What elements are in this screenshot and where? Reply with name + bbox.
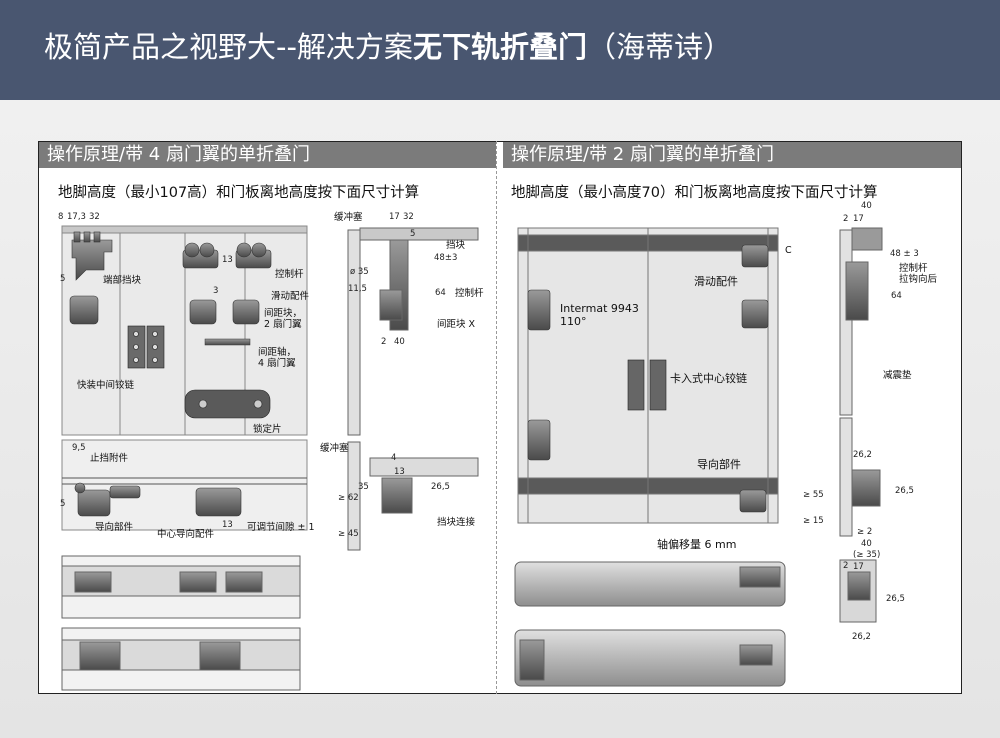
label-buffer-bottom: 缓冲塞	[320, 443, 349, 454]
label-center-guide: 中心导向配件	[157, 529, 215, 540]
dim-r35: ø 35	[350, 267, 369, 277]
dim-17-3: 17,3	[67, 212, 86, 222]
dim-r-64: 64	[891, 291, 902, 301]
dim-r-55: ≥ 55	[803, 490, 824, 500]
label-damper: 减震垫	[883, 370, 912, 381]
label-guide-part-right: 导向部件	[697, 458, 741, 471]
quick-hinge-hardware	[127, 325, 165, 369]
label-control-rod: 控制杆	[275, 269, 304, 280]
label-center-hinge: 卡入式中心铰链	[670, 372, 747, 385]
label-control-rod-side: 控制杆	[455, 288, 484, 299]
title-bold: 无下轨折叠门	[412, 30, 587, 64]
dim-r48: 48±3	[434, 253, 458, 263]
dim-e-2: 2	[843, 561, 849, 571]
dim-r-40b: 40	[861, 539, 872, 549]
label-stop-connect: 挡块连接	[437, 517, 476, 528]
dim-r-26-5: 26,5	[895, 486, 914, 496]
label-intermat: Intermat 9943 110°	[560, 302, 639, 328]
lock-plate	[184, 389, 271, 419]
dim-c13: 13	[394, 467, 405, 477]
dim-e-17: 17	[853, 562, 864, 572]
dim-r64: 64	[435, 288, 446, 298]
panel-divider	[496, 141, 497, 694]
dim-e-26-2: 26,2	[852, 632, 871, 642]
dim-r5: 5	[410, 229, 416, 239]
label-sliding-fitting-right: 滑动配件	[694, 275, 738, 288]
spacer-shaft	[204, 338, 251, 346]
left-side-section-top	[347, 227, 479, 436]
center-hinge	[627, 359, 667, 411]
dim-13: 13	[222, 255, 233, 265]
dim-c4: 4	[391, 453, 397, 463]
end-stop-hardware	[71, 231, 113, 281]
label-stop-fitting: 止挡附件	[90, 453, 129, 464]
dim-r-2: 2	[843, 214, 849, 224]
right-panel-subheading: 地脚高度（最小高度70）和门板离地高度按下面尺寸计算	[511, 185, 878, 201]
left-side-section-bottom	[347, 441, 479, 551]
dim-r-48: 48 ± 3	[890, 249, 919, 259]
left-panel-subheading: 地脚高度（最小107高）和门板离地高度按下面尺寸计算	[58, 185, 420, 201]
dim-r40: 40	[394, 337, 405, 347]
right-door-elevation	[517, 227, 779, 524]
dim-9-5: 9,5	[72, 443, 86, 453]
label-quick-hinge: 快装中间铰链	[77, 380, 135, 391]
dim-r-35b: (≥ 35)	[853, 550, 881, 560]
dim-r11-5: 11,5	[348, 284, 367, 294]
label-buffer-top: 缓冲塞	[334, 212, 363, 223]
label-stop-block: 挡块	[446, 240, 466, 251]
label-c-mark: C	[785, 245, 792, 256]
label-lock-plate: 锁定片	[253, 424, 282, 435]
dim-c26-5: 26,5	[431, 482, 450, 492]
dim-3: 3	[213, 286, 219, 296]
dim-r-15: ≥ 15	[803, 516, 824, 526]
right-plan-view-1	[514, 561, 786, 607]
left-panel-heading: 操作原理/带 4 扇门翼的单折叠门	[39, 142, 496, 168]
dim-e-26-5: 26,5	[886, 594, 905, 604]
dim-r-2b: ≥ 2	[857, 527, 873, 537]
dim-8: 8	[58, 212, 64, 222]
slide-header: 极简产品之视野大--解决方案无下轨折叠门（海蒂诗）	[0, 0, 1000, 100]
dim-32: 32	[89, 212, 100, 222]
label-guide-part: 导向部件	[95, 522, 134, 533]
title-regular: 极简产品之视野大--解决方案	[44, 30, 413, 64]
dim-r2: 2	[381, 337, 387, 347]
sliding-fitting-hardware	[69, 242, 272, 325]
slide-title: 极简产品之视野大--解决方案无下轨折叠门（海蒂诗）	[44, 24, 732, 66]
right-panel-heading: 操作原理/带 2 扇门翼的单折叠门	[503, 142, 961, 168]
dim-b5: 5	[60, 499, 66, 509]
dim-c62: ≥ 62	[338, 493, 359, 503]
dim-r32: 32	[403, 212, 414, 222]
dim-r-26-2: 26,2	[853, 450, 872, 460]
label-sliding-fitting: 滑动配件	[271, 291, 310, 302]
left-plan-view-1	[61, 555, 301, 619]
dim-c35: 35	[358, 482, 369, 492]
guide-hardware	[74, 482, 242, 517]
dim-r-40: 40	[861, 201, 872, 211]
label-spacer-block: 间距块， 2 扇门翼	[264, 308, 303, 330]
title-suffix: （海蒂诗）	[586, 30, 732, 64]
right-plan-view-2	[514, 629, 786, 687]
right-side-section	[839, 227, 883, 623]
dim-5: 5	[60, 274, 66, 284]
label-spacer-shaft: 间距轴， 4 扇门翼	[258, 347, 297, 369]
left-plan-view-2	[61, 627, 301, 691]
dim-r-17: 17	[853, 214, 864, 224]
label-control-rod-right: 控制杆 拉钩向后	[899, 263, 938, 285]
label-spacer-x: 间距块 X	[437, 319, 476, 330]
label-end-stop: 端部挡块	[103, 275, 142, 286]
label-adjust-gap: 可调节间隙 ± 1	[247, 522, 315, 533]
dim-c45: ≥ 45	[338, 529, 359, 539]
dim-r17: 17	[389, 212, 400, 222]
dim-b13: 13	[222, 520, 233, 530]
right-hardware	[527, 244, 769, 513]
label-axis-offset: 轴偏移量 6 mm	[657, 538, 737, 551]
